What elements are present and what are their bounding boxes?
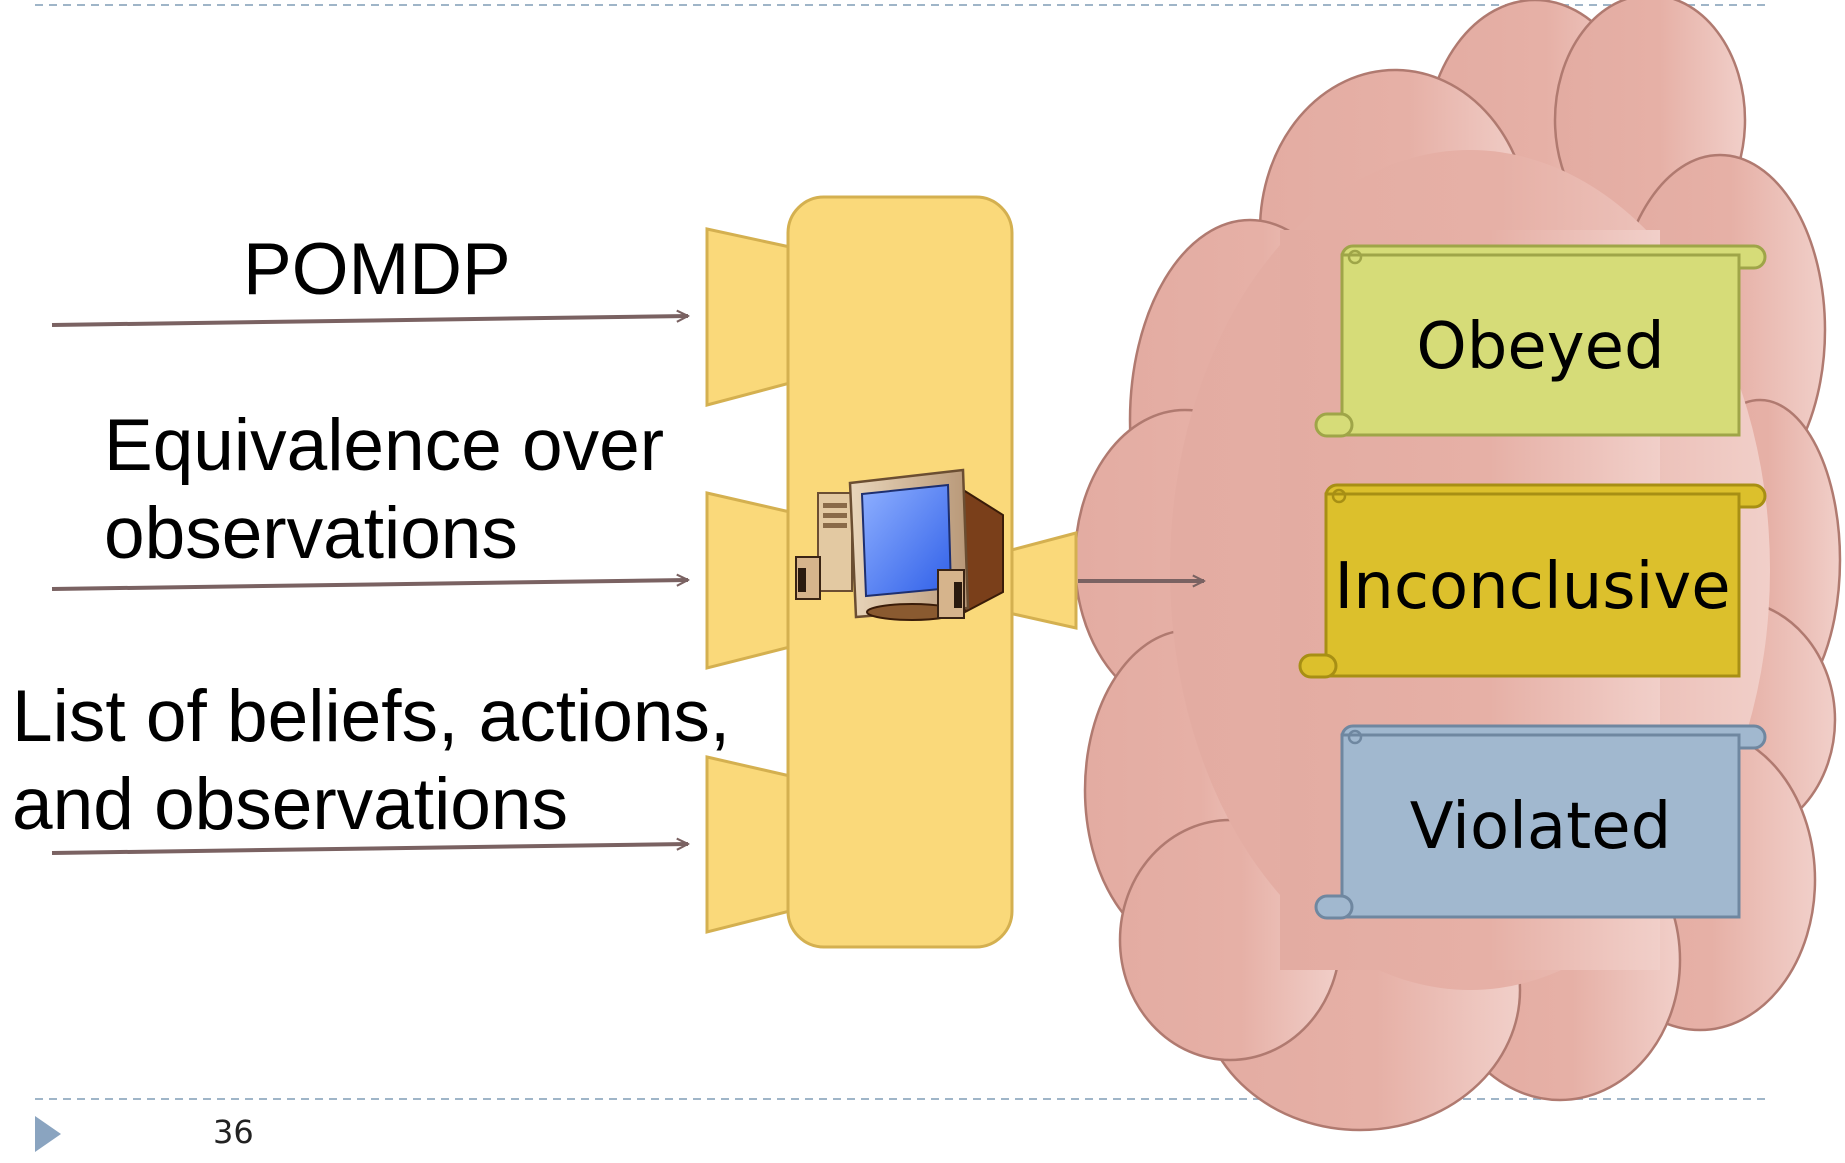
equivalence-label-line-1: Equivalence over — [104, 405, 665, 486]
page-number: 36 — [213, 1113, 254, 1151]
input-funnel-1 — [705, 227, 792, 407]
inconclusive-scroll — [1298, 483, 1767, 679]
pomdp-arrow — [51, 316, 688, 327]
input-funnel-3 — [705, 755, 792, 934]
equivalence-arrow — [51, 580, 688, 591]
beliefs-label-line-1: List of beliefs, actions, — [12, 676, 731, 757]
footer-marker-icon — [35, 1116, 61, 1152]
pomdp-label: POMDP — [243, 229, 511, 310]
inconclusive-label: Inconclusive — [1334, 550, 1731, 624]
input-funnel-2 — [705, 491, 792, 670]
obeyed-scroll — [1314, 244, 1767, 438]
equivalence-label-line-2: observations — [104, 493, 518, 574]
violated-scroll — [1314, 724, 1767, 920]
processor — [705, 195, 1078, 949]
beliefs-label-line-2: and observations — [12, 764, 568, 845]
obeyed-label: Obeyed — [1416, 310, 1665, 384]
violated-label: Violated — [1409, 790, 1672, 864]
computer-icon — [795, 468, 1004, 621]
beliefs-arrow — [51, 844, 688, 855]
